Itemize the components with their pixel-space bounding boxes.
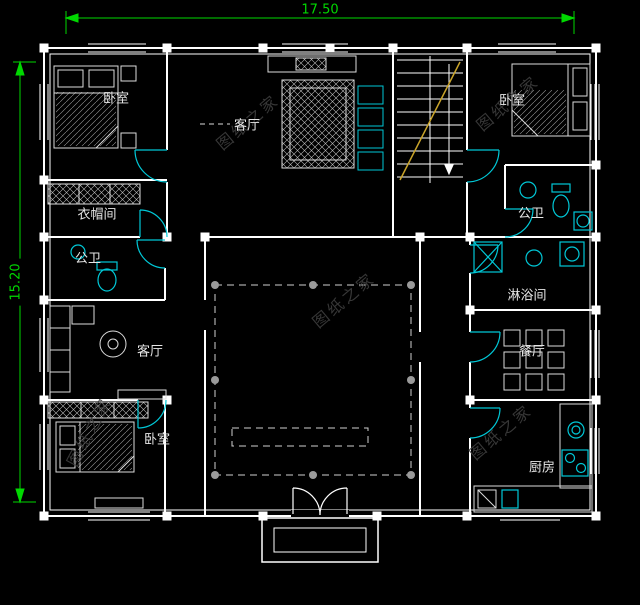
dimension-width-label: 17.50 [296, 2, 344, 18]
wardrobe-cloakroom [47, 183, 141, 205]
door-arcs [134, 149, 534, 439]
sofa-seats [357, 85, 384, 171]
entrance-porch [261, 517, 379, 563]
dining-table [503, 329, 565, 391]
room-label-living-left: 客厅 [136, 344, 164, 360]
dimension-height-label: 15.20 [8, 258, 24, 306]
wc-left-fixtures [70, 244, 118, 292]
room-label-bedroom-top-left: 卧室 [102, 91, 130, 107]
room-label-wc-left: 公卫 [74, 251, 102, 267]
room-label-living-top: 客厅 [233, 118, 261, 134]
room-label-dining: 餐厅 [518, 344, 546, 360]
kitchen-counter [473, 403, 593, 513]
kitchen-appliances [501, 421, 589, 509]
shower-fixtures [473, 241, 585, 273]
entrance-double-door [292, 487, 348, 516]
bed-top-left [53, 65, 137, 149]
room-label-bedroom-top-right: 卧室 [498, 93, 526, 109]
interior-walls [44, 48, 596, 516]
room-label-wc-right: 公卫 [517, 206, 545, 222]
wc-right-fixtures [519, 181, 593, 231]
living-top-furniture [200, 55, 357, 169]
room-label-kitchen: 厨房 [528, 460, 556, 476]
dimension-lines [13, 11, 576, 504]
courtyard [211, 281, 415, 479]
room-label-cloakroom: 衣帽间 [77, 207, 117, 223]
windows [39, 43, 600, 521]
room-label-bedroom-bottom-left: 卧室 [143, 432, 171, 448]
living-left-furniture [49, 305, 167, 400]
stair-rail [399, 61, 461, 181]
bed-bottom-left [47, 401, 149, 509]
room-label-shower-room: 淋浴间 [507, 288, 547, 304]
bed-top-right [511, 63, 591, 137]
